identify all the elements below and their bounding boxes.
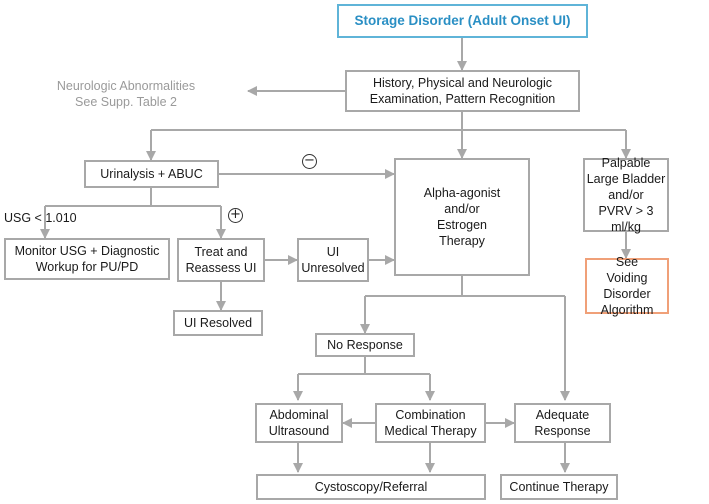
usg-threshold-label: USG < 1.010: [4, 211, 77, 225]
history-exam-text: History, Physical and Neurologic Examina…: [369, 76, 556, 106]
neuro-abnormalities-label: Neurologic Abnormalities See Supp. Table…: [56, 79, 196, 109]
storage-disorder-title-box: Storage Disorder (Adult Onset UI): [337, 4, 588, 38]
no-response-box: No Response: [315, 333, 415, 357]
cystoscopy-referral-text: Cystoscopy/Referral: [314, 480, 428, 494]
ui-unresolved-box: UI Unresolved: [297, 238, 369, 282]
ui-resolved-box: UI Resolved: [173, 310, 263, 336]
adequate-response-box: Adequate Response: [514, 403, 611, 443]
urinalysis-text: Urinalysis + ABUC: [100, 167, 203, 181]
combination-therapy-box: Combination Medical Therapy: [375, 403, 486, 443]
see-voiding-box: See Voiding Disorder Algorithm: [585, 255, 669, 317]
continue-therapy-text: Continue Therapy: [509, 480, 609, 494]
continue-therapy-box: Continue Therapy: [500, 474, 618, 500]
storage-disorder-title: Storage Disorder (Adult Onset UI): [354, 13, 571, 29]
combination-therapy-text: Combination Medical Therapy: [384, 408, 477, 438]
palpable-bladder-box: Palpable Large Bladder and/or PVRV > 3 m…: [583, 156, 669, 234]
alpha-agonist-box: Alpha-agonist and/or Estrogen Therapy: [394, 158, 530, 276]
cystoscopy-referral-box: Cystoscopy/Referral: [256, 474, 486, 500]
palpable-bladder-text: Palpable Large Bladder and/or PVRV > 3 m…: [586, 156, 666, 234]
monitor-usg-text: Monitor USG + Diagnostic Workup for PU/P…: [14, 244, 160, 274]
abdominal-ultrasound-text: Abdominal Ultrasound: [268, 408, 330, 438]
see-voiding-text: See Voiding Disorder Algorithm: [600, 255, 654, 317]
treat-reassess-box: Treat and Reassess UI: [177, 238, 265, 282]
abdominal-ultrasound-box: Abdominal Ultrasound: [255, 403, 343, 443]
minus-symbol: −: [302, 154, 317, 169]
monitor-usg-box: Monitor USG + Diagnostic Workup for PU/P…: [4, 238, 170, 280]
no-response-text: No Response: [327, 338, 403, 352]
ui-unresolved-text: UI Unresolved: [301, 245, 365, 275]
urinalysis-box: Urinalysis + ABUC: [84, 160, 219, 188]
alpha-agonist-text: Alpha-agonist and/or Estrogen Therapy: [423, 186, 501, 248]
history-exam-box: History, Physical and Neurologic Examina…: [345, 70, 580, 112]
treat-reassess-text: Treat and Reassess UI: [185, 245, 257, 275]
plus-symbol: +: [228, 208, 243, 223]
adequate-response-text: Adequate Response: [534, 408, 591, 438]
ui-resolved-text: UI Resolved: [183, 316, 253, 330]
